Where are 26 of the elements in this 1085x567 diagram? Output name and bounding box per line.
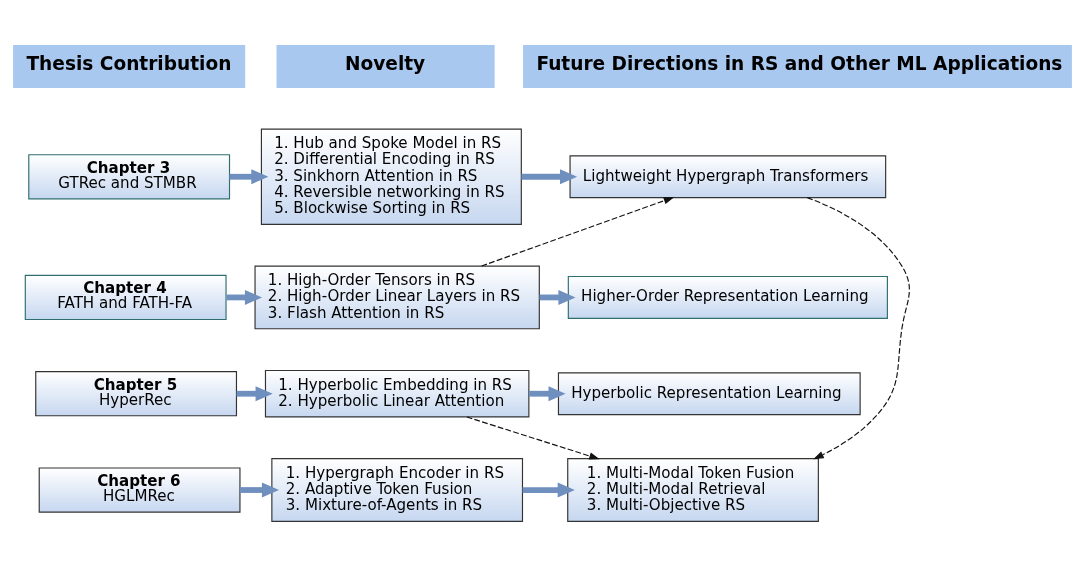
node-box: 1. Hypergraph Encoder in RS 2. Adaptive Token Fusion 3. Mixture-of-Agents in RS [271,458,524,522]
node-box: Chapter 5 HyperRec [35,371,238,417]
node-box: Novelty [276,45,495,88]
node-box: Chapter 4 FATH and FATH-FA [24,274,227,321]
node-box: Higher-Order Representation Learning [567,275,888,319]
node-box: Hyperbolic Representation Learning [557,372,861,416]
arrow [226,289,262,305]
node-box: 1. High-Order Tensors in RS 2. High-Order Linear Layers in RS 3. Flash Attention in RS [254,265,540,330]
node-box: Chapter 3 GTRec and STMBR [28,154,231,200]
node-box: 1. Hub and Spoke Model in RS 2. Differential Encoding in RS 3. Sinkhorn Attention in RS 4. Reversible networking in RS 5. Blockwise Sorting in RS [260,128,522,225]
node-box: Chapter 6 HGLMRec [38,467,241,513]
node-box: Future Directions in RS and Other ML Applications [523,45,1072,88]
node-box: 1. Hyperbolic Embedding in RS 2. Hyperbolic Linear Attention [264,369,530,418]
arrow [481,197,675,267]
arrow [806,197,910,460]
arrow [539,289,576,305]
arrow [521,169,578,185]
arrow [522,482,575,498]
node-box: 1. Multi-Modal Token Fusion 2. Multi-Modal Retrieval 3. Multi-Objective RS [567,458,819,522]
arrow [236,386,273,402]
node-box: Thesis Contribution [13,45,246,88]
node-box: Lightweight Hypergraph Transformers [569,155,887,199]
arrow [466,416,600,460]
arrow [529,386,566,402]
arrow [240,482,279,498]
arrow [229,169,269,185]
